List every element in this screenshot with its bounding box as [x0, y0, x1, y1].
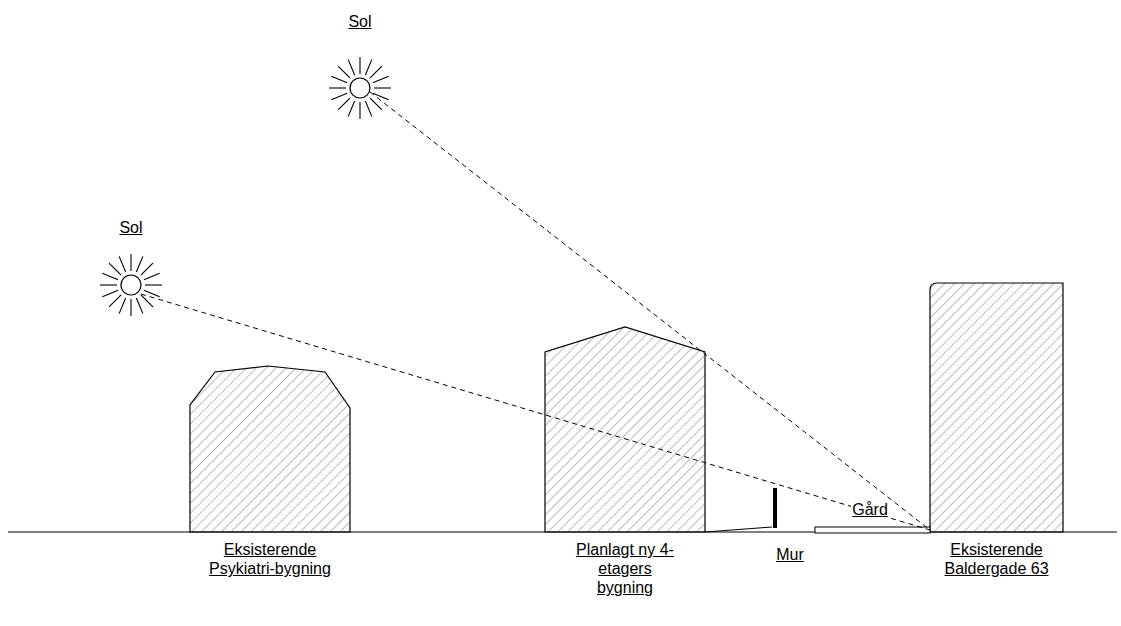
- wall-symbol: [773, 488, 777, 528]
- building-shape: [190, 366, 350, 532]
- shape-label: Planlagt ny 4-etagers bygning: [569, 540, 681, 598]
- sun-node: Sol: [330, 58, 390, 118]
- sun-symbol: [329, 57, 391, 119]
- courtyard-label: Gård: [851, 500, 889, 519]
- building-node: Eksisterende Psykiatri-bygning: [190, 366, 350, 532]
- sun-ray: [370, 92, 930, 530]
- shape-label: Sol: [330, 12, 390, 31]
- sun-ray: [141, 294, 930, 530]
- building-node: Planlagt ny 4-etagers bygning: [545, 327, 705, 532]
- sun-symbol: [100, 254, 162, 316]
- shape-label: Sol: [101, 218, 161, 237]
- building-shape: [545, 327, 705, 532]
- sun-node: Sol: [101, 255, 161, 315]
- building-shape: [930, 283, 1063, 532]
- courtyard-slab: [815, 527, 930, 533]
- building-node: Eksisterende Baldergade 63: [930, 283, 1063, 532]
- terrain-line: [705, 527, 772, 532]
- shape-label: Eksisterende Baldergade 63: [930, 540, 1063, 578]
- wall-label: Mur: [775, 545, 805, 564]
- shape-label: Eksisterende Psykiatri-bygning: [190, 540, 350, 578]
